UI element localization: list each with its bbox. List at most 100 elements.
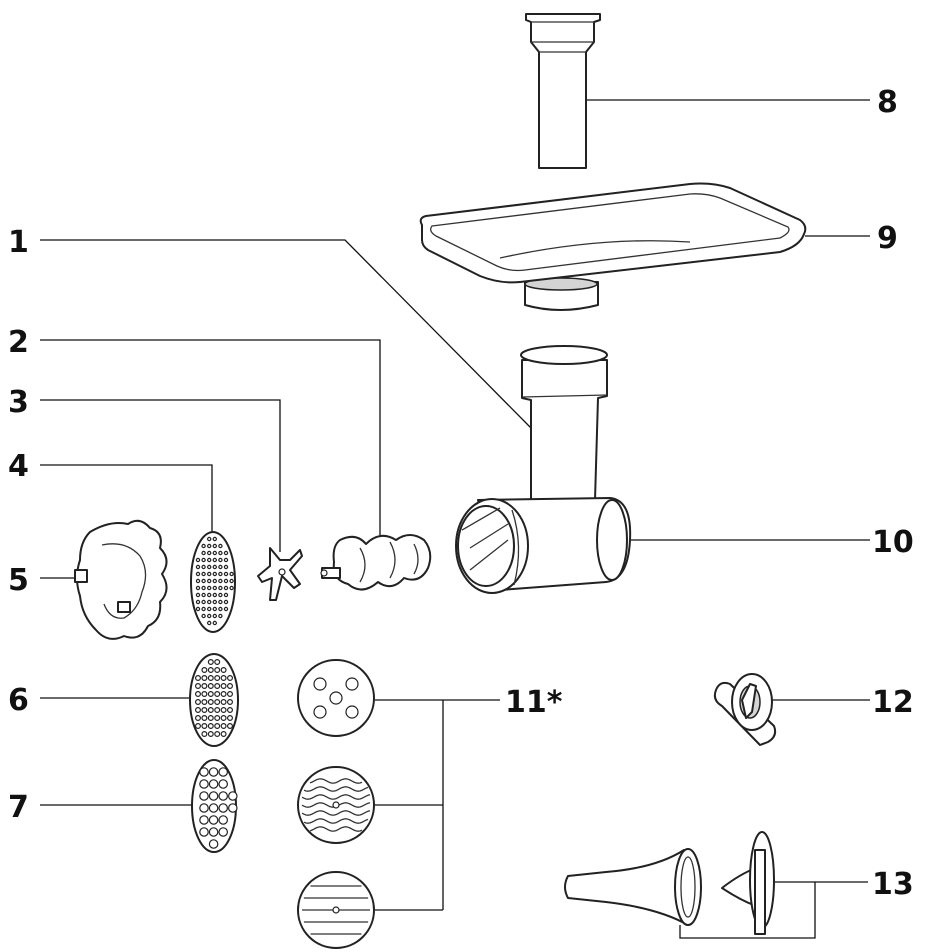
plate-hole bbox=[224, 593, 227, 596]
plate-hole bbox=[208, 732, 213, 737]
plate-hole bbox=[208, 551, 211, 554]
plate-hole bbox=[202, 724, 207, 729]
plate-hole bbox=[208, 724, 213, 729]
grinding-knife bbox=[258, 548, 302, 600]
plate-hole bbox=[208, 579, 211, 582]
plate-hole bbox=[208, 607, 211, 610]
plate-hole bbox=[213, 586, 216, 589]
label-6: 6 bbox=[8, 683, 29, 718]
plate-hole bbox=[196, 676, 201, 681]
plate-hole bbox=[221, 684, 226, 689]
coarse-grinding-plate bbox=[190, 654, 238, 746]
plate-hole bbox=[230, 579, 233, 582]
food-pusher bbox=[526, 14, 600, 168]
plate-hole bbox=[213, 593, 216, 596]
label-11: 11* bbox=[505, 685, 563, 720]
plate-hole bbox=[228, 724, 233, 729]
plate-hole bbox=[202, 593, 205, 596]
plate-hole bbox=[202, 708, 207, 713]
plate-hole bbox=[209, 780, 217, 788]
plate-hole bbox=[215, 716, 220, 721]
plate-hole bbox=[208, 614, 211, 617]
plate-hole bbox=[209, 840, 217, 848]
plate-hole bbox=[219, 558, 222, 561]
plate-hole bbox=[219, 792, 227, 800]
plate-hole bbox=[209, 816, 217, 824]
plate-hole bbox=[224, 558, 227, 561]
plate-hole bbox=[200, 828, 208, 836]
plate-hole bbox=[202, 716, 207, 721]
plate-hole bbox=[213, 565, 216, 568]
callout-labels: 1 2 3 4 5 6 7 8 9 10 11* 12 13 bbox=[8, 85, 914, 902]
plate-hole bbox=[208, 572, 211, 575]
large-hole-plate bbox=[192, 760, 237, 852]
plate-hole bbox=[221, 668, 226, 673]
disc-wave bbox=[298, 767, 374, 843]
plate-hole bbox=[213, 607, 216, 610]
plate-hole bbox=[202, 565, 205, 568]
label-8: 8 bbox=[877, 85, 898, 120]
plate-hole bbox=[196, 724, 201, 729]
plate-hole bbox=[221, 708, 226, 713]
plate-hole bbox=[200, 804, 208, 812]
plate-hole bbox=[202, 684, 207, 689]
food-tray bbox=[421, 184, 806, 311]
disc-slotted bbox=[298, 872, 374, 948]
plate-hole bbox=[219, 551, 222, 554]
plate-hole bbox=[202, 614, 205, 617]
plate-hole bbox=[208, 660, 213, 665]
plate-hole bbox=[215, 676, 220, 681]
plate-hole bbox=[213, 572, 216, 575]
grinder-body bbox=[456, 346, 630, 593]
plate-hole bbox=[208, 684, 213, 689]
plate-hole bbox=[208, 586, 211, 589]
plate-hole bbox=[208, 600, 211, 603]
plate-hole bbox=[208, 537, 211, 540]
plate-hole bbox=[213, 558, 216, 561]
plate-hole bbox=[202, 692, 207, 697]
plate-hole bbox=[221, 692, 226, 697]
plate-hole bbox=[219, 828, 227, 836]
plate-hole bbox=[208, 716, 213, 721]
leader-line-2 bbox=[40, 340, 380, 552]
plate-hole bbox=[224, 600, 227, 603]
auger bbox=[321, 535, 430, 590]
plate-hole bbox=[202, 607, 205, 610]
plate-hole bbox=[213, 579, 216, 582]
plate-hole bbox=[219, 586, 222, 589]
kibbeh-attachment bbox=[715, 674, 775, 745]
plate-hole bbox=[202, 544, 205, 547]
plate-hole bbox=[209, 828, 217, 836]
plate-hole bbox=[228, 708, 233, 713]
plate-hole bbox=[219, 816, 227, 824]
plate-hole bbox=[229, 804, 237, 812]
plate-hole bbox=[196, 607, 199, 610]
plate-hole bbox=[221, 732, 226, 737]
plate-hole bbox=[219, 600, 222, 603]
disc-set bbox=[298, 660, 374, 948]
plate-hole bbox=[200, 768, 208, 776]
plate-hole bbox=[196, 565, 199, 568]
sausage-stuffer bbox=[565, 832, 774, 934]
plate-hole bbox=[196, 558, 199, 561]
plate-hole bbox=[215, 660, 220, 665]
plate-hole bbox=[202, 600, 205, 603]
plate-hole bbox=[219, 593, 222, 596]
plate-hole bbox=[202, 579, 205, 582]
plate-hole bbox=[208, 593, 211, 596]
plate-hole bbox=[229, 792, 237, 800]
plate-hole bbox=[221, 676, 226, 681]
plate-hole bbox=[208, 700, 213, 705]
plate-hole bbox=[228, 716, 233, 721]
plate-hole bbox=[230, 572, 233, 575]
plate-hole bbox=[202, 572, 205, 575]
plate-hole bbox=[209, 792, 217, 800]
plate-hole bbox=[202, 700, 207, 705]
plate-hole bbox=[208, 692, 213, 697]
plate-hole bbox=[200, 816, 208, 824]
plate-hole bbox=[224, 607, 227, 610]
plate-hole bbox=[196, 716, 201, 721]
plate-hole bbox=[219, 565, 222, 568]
plate-hole bbox=[213, 600, 216, 603]
